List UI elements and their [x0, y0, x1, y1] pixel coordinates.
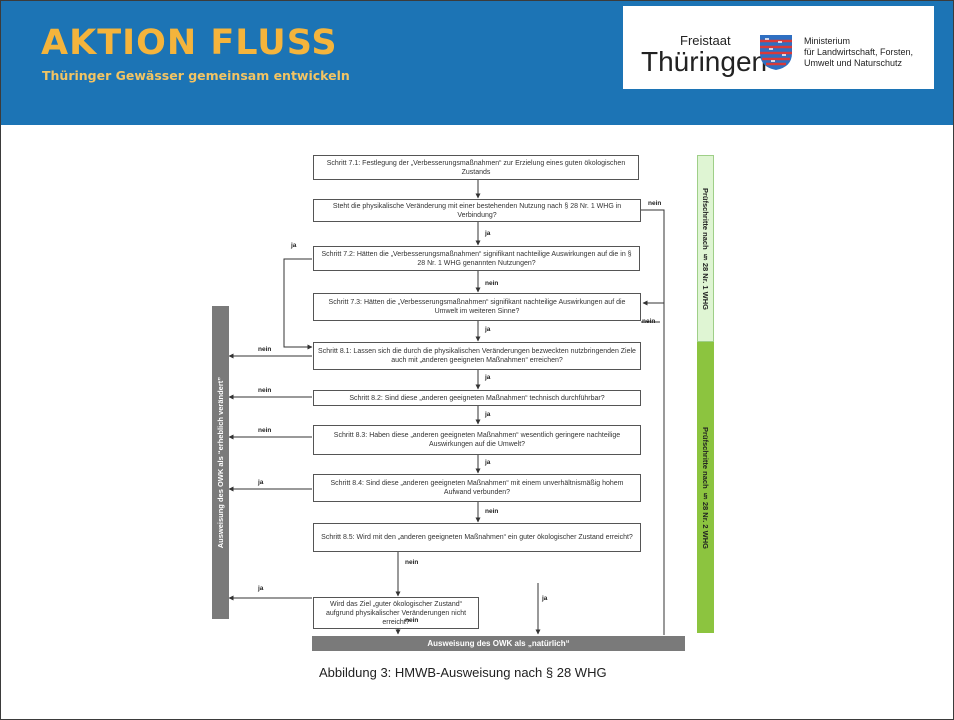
label-ja: ja — [485, 459, 491, 466]
label-nein: nein — [258, 346, 272, 353]
label-nein: nein — [405, 559, 419, 566]
label-nein: nein — [642, 318, 656, 325]
label-nein: nein — [485, 508, 499, 515]
step-8-1-box: Schritt 8.1: Lassen sich die durch die p… — [313, 342, 641, 370]
step-8-4-box: Schritt 8.4: Sind diese „anderen geeigne… — [313, 474, 641, 502]
label-nein: nein — [258, 427, 272, 434]
label-ja: ja — [485, 411, 491, 418]
label-ja: ja — [485, 230, 491, 237]
right-phase-2-label: Prüfschritte nach § 28 Nr. 2 WHG — [701, 426, 710, 549]
brand-title: AKTION FLUSS — [41, 23, 338, 63]
logo-ministry: Ministerium für Landwirtschaft, Forsten,… — [804, 36, 914, 68]
goal-question-box: Wird das Ziel „guter ökologischer Zustan… — [313, 597, 479, 629]
physical-change-question-box: Steht die physikalische Veränderung mit … — [313, 199, 641, 222]
label-ja: ja — [485, 374, 491, 381]
label-ja: ja — [542, 595, 548, 602]
label-ja: ja — [485, 326, 491, 333]
label-ja: ja — [258, 585, 264, 592]
label-nein: nein — [485, 280, 499, 287]
label-ja: ja — [258, 479, 264, 486]
thueringen-logo: Freistaat Thüringen Ministerium für Land… — [623, 6, 934, 89]
brand-subtitle: Thüringer Gewässer gemeinsam entwickeln — [42, 68, 350, 83]
step-8-2-box: Schritt 8.2: Sind diese „anderen geeigne… — [313, 390, 641, 406]
coat-of-arms-icon — [760, 35, 792, 70]
label-ja: ja — [291, 242, 297, 249]
step-8-3-box: Schritt 8.3: Haben diese „anderen geeign… — [313, 425, 641, 455]
label-nein: nein — [648, 200, 662, 207]
right-phase-2-bar: Prüfschritte nach § 28 Nr. 2 WHG — [697, 342, 714, 633]
logo-freistaat: Freistaat — [680, 33, 731, 48]
right-phase-1-label: Prüfschritte nach § 28 Nr. 1 WHG — [701, 187, 710, 310]
label-nein: nein — [405, 617, 419, 624]
step-7-2-box: Schritt 7.2: Hätten die „Verbesserungsma… — [313, 246, 640, 271]
bottom-result-bar: Ausweisung des OWK als „natürlich“ — [312, 636, 685, 651]
label-nein: nein — [258, 387, 272, 394]
logo-state-name: Thüringen — [641, 46, 768, 77]
right-phase-1-bar: Prüfschritte nach § 28 Nr. 1 WHG — [697, 155, 714, 342]
figure-caption: Abbildung 3: HMWB-Ausweisung nach § 28 W… — [319, 665, 607, 680]
step-7-1-box: Schritt 7.1: Festlegung der „Verbesserun… — [313, 155, 639, 180]
step-8-5-box: Schritt 8.5: Wird mit den „anderen geeig… — [313, 523, 641, 552]
step-7-3-box: Schritt 7.3: Hätten die „Verbesserungsma… — [313, 293, 641, 321]
left-result-label: Ausweisung des OWK als “erheblich veränd… — [216, 376, 225, 549]
header-banner: AKTION FLUSS Thüringer Gewässer gemeinsa… — [1, 1, 953, 125]
left-result-bar: Ausweisung des OWK als “erheblich veränd… — [212, 306, 229, 619]
